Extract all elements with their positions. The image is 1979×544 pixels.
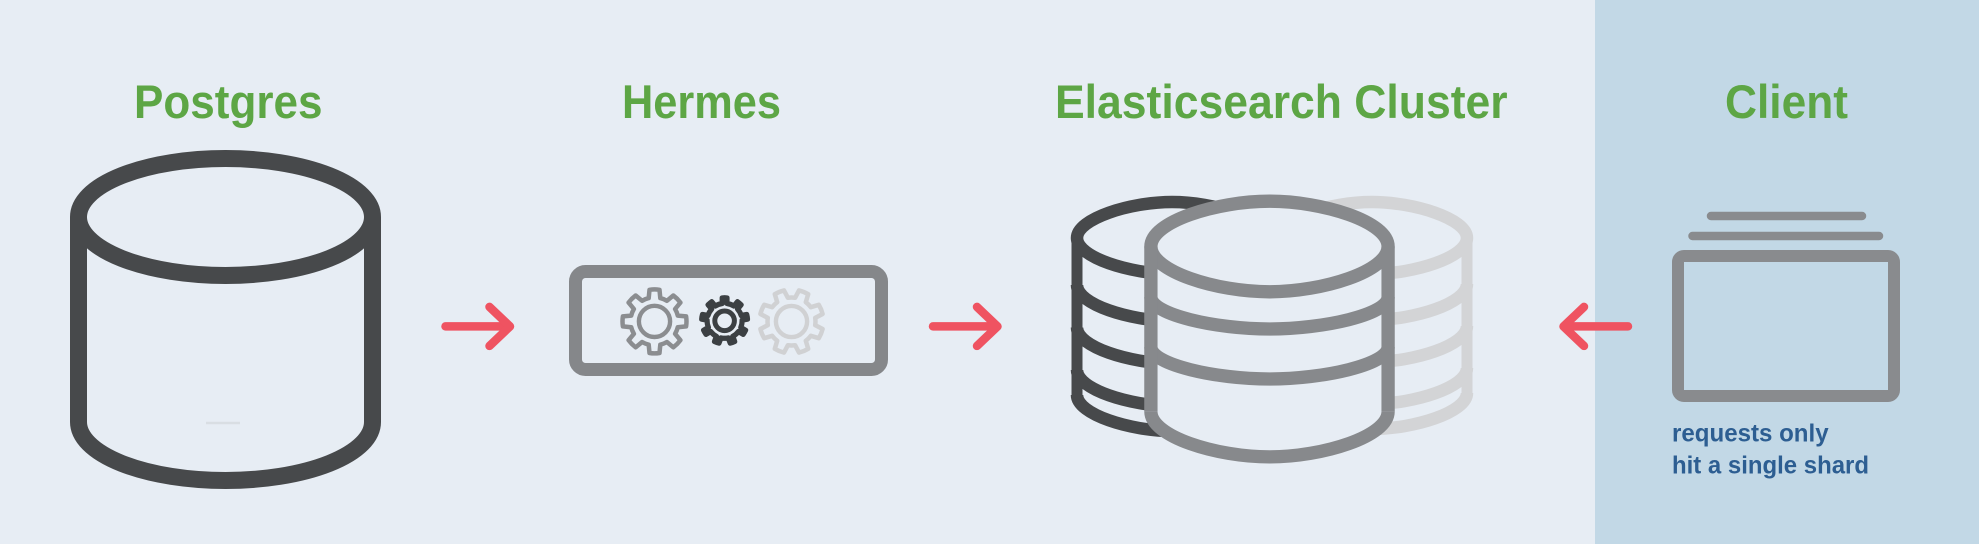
svg-text:Hermes: Hermes (622, 75, 781, 128)
svg-text:Client: Client (1725, 75, 1848, 128)
svg-text:requests only: requests only (1672, 420, 1829, 448)
svg-text:hit a single shard: hit a single shard (1672, 452, 1869, 480)
svg-text:Postgres: Postgres (134, 75, 323, 128)
svg-text:Elasticsearch Cluster: Elasticsearch Cluster (1055, 75, 1508, 128)
